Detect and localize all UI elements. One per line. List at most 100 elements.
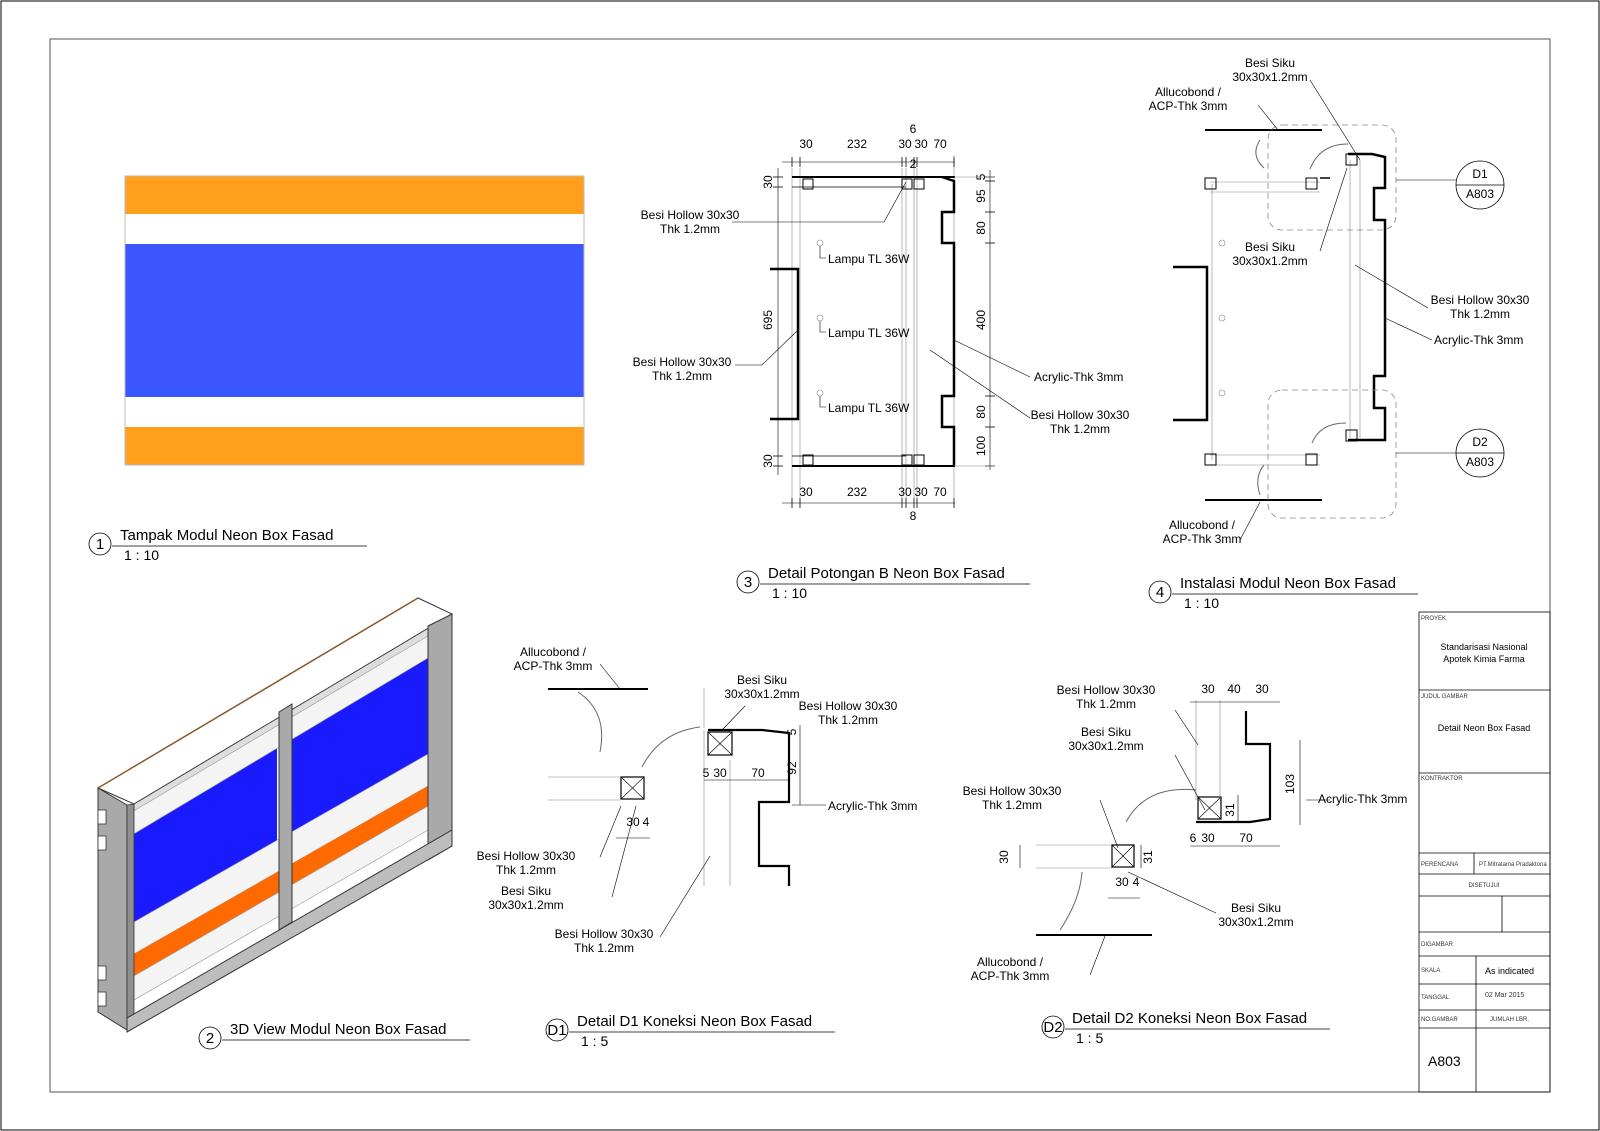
dim-text: 4 [1133,875,1140,889]
view-scale: 1 : 5 [581,1033,608,1049]
3d-right-post [427,613,453,861]
callout-label: D2 [1472,435,1488,449]
view-number-circle [545,1018,569,1042]
detail-d1-title: D1 Detail D1 Koneksi Neon Box Fasad 1 : … [545,1013,835,1049]
3d-orange-band [127,786,428,980]
dim-text: 4 [643,815,650,829]
3d-blue-panel-right [292,654,428,852]
elevation-white-bottom [125,397,584,427]
dim-text: 30 [1115,875,1129,889]
dim-text: 30 [799,485,813,499]
label: Besi Hollow 30x30 [555,927,654,941]
3d-bottom-rail [126,829,453,1033]
dim-text: 30 [626,815,640,829]
label: Acrylic-Thk 3mm [1318,792,1407,806]
view-1-elevation [124,175,585,466]
label: Besi Hollow 30x30 [1031,408,1130,422]
label: Thk 1.2mm [652,369,712,383]
label: ACP-Thk 3mm [1149,99,1228,113]
label: Allucobond / [520,645,587,659]
dim-text: 400 [974,310,988,330]
detail-d2-title: D2 Detail D2 Koneksi Neon Box Fasad 1 : … [1041,1010,1330,1046]
label: Acrylic-Thk 3mm [1034,370,1123,384]
label: Besi Siku [1081,725,1131,739]
label: Thk 1.2mm [1450,307,1510,321]
view-scale: 1 : 10 [772,585,807,601]
detail-d2-text: Besi Hollow 30x30 Thk 1.2mm Besi Siku 30… [963,682,1408,983]
view-number: 2 [206,1030,214,1047]
dim-text: 30 [761,175,775,189]
label: Thk 1.2mm [1076,697,1136,711]
label: Lampu TL 36W [828,326,910,340]
label: Thk 1.2mm [660,222,720,236]
dim-text: 6 [910,122,917,136]
label: Allucobond / [977,955,1044,969]
dim-text: 30 [1201,831,1215,845]
dim-text: 30 [799,137,813,151]
label: Besi Hollow 30x30 [963,784,1062,798]
dim-text: 30 [1255,682,1269,696]
view-3-title: 3 Detail Potongan B Neon Box Fasad 1 : 1… [736,565,1030,601]
label: ACP-Thk 3mm [971,969,1050,983]
3d-top-edge-brown [97,597,419,789]
dim-text: 30 [997,850,1011,864]
dim-text: 70 [933,137,947,151]
3d-notch-1 [97,809,107,825]
view-number: D2 [1043,1019,1062,1036]
dim-text: 80 [974,405,988,419]
dim-text: 232 [847,137,867,151]
view-number: 4 [1156,584,1164,601]
dim-text: 5 [974,173,988,180]
label: Thk 1.2mm [574,941,634,955]
elevation-orange-top [125,176,584,214]
label: Besi Siku [737,673,787,687]
3d-left-post-front [126,803,135,1031]
view-4-title: 4 Instalasi Modul Neon Box Fasad 1 : 10 [1148,575,1418,611]
dim-text: 31 [1223,803,1237,817]
label: Thk 1.2mm [818,713,878,727]
elevation-blue-panel [125,244,584,397]
tb-value: 02 Mar 2015 [1485,992,1524,999]
view-4-text: Besi Siku 30x30x1.2mm Allucobond / ACP-T… [1149,56,1530,546]
view-title: Tampak Modul Neon Box Fasad [120,527,333,544]
dim-text: 695 [761,310,775,330]
label: Acrylic-Thk 3mm [828,799,917,813]
label: Besi Siku [1245,56,1295,70]
label: Acrylic-Thk 3mm [1434,333,1523,347]
label: ACP-Thk 3mm [1163,532,1242,546]
dim-text: 30 [761,454,775,468]
tb-caption: NO.GAMBAR [1421,1017,1458,1023]
tb-caption: KONTRAKTOR [1421,776,1463,782]
tb-caption: JUDUL GAMBAR [1421,694,1468,700]
label: Thk 1.2mm [1050,422,1110,436]
tb-value: As indicated [1485,966,1534,976]
dim-text: 30 [914,485,928,499]
view-scale: 1 : 10 [124,547,159,563]
view-1-title: 1 Tampak Modul Neon Box Fasad 1 : 10 [88,527,367,563]
label: 30x30x1.2mm [1068,739,1143,753]
view-2-3d [96,597,454,1033]
dim-text: 30 [713,766,727,780]
label: Thk 1.2mm [982,798,1042,812]
view-number-circle [198,1026,222,1050]
dim-text: 2 [910,157,917,171]
dim-text: 30 [898,137,912,151]
dim-text: 100 [974,436,988,456]
view-3-text: 6 2 30 232 30 30 70 30 232 30 30 70 8 30… [633,122,1130,523]
sheet-inner-border [49,38,1551,1093]
label: Besi Siku [1231,901,1281,915]
dim-text: 30 [914,137,928,151]
view-number-circle [88,532,112,556]
label: 30x30x1.2mm [488,898,563,912]
view-title: Detail D2 Koneksi Neon Box Fasad [1072,1010,1307,1027]
callout-label: A803 [1466,455,1494,469]
view-2-title: 2 3D View Modul Neon Box Fasad [198,1021,470,1050]
view-number: 3 [744,574,752,591]
label: Besi Siku [501,884,551,898]
view-3-section [732,155,1031,508]
view-number-circle [1041,1015,1065,1039]
dim-text: 30 [1201,682,1215,696]
detail-d1-text: Allucobond / ACP-Thk 3mm Besi Siku 30x30… [477,645,918,955]
